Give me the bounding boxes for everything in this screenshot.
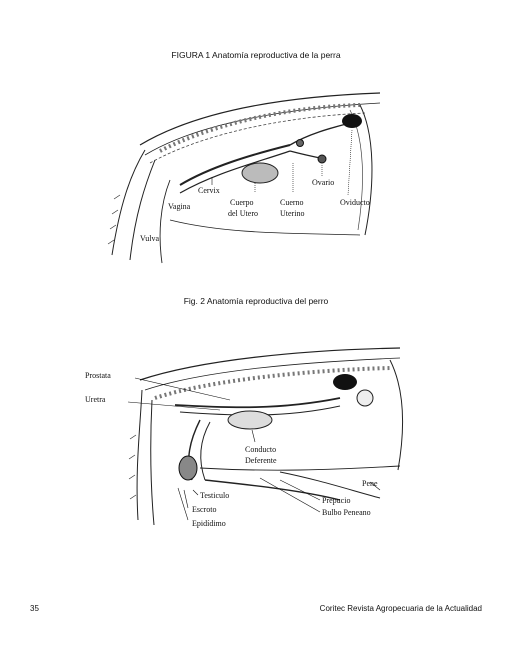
- label-conducto-1: Conducto: [245, 445, 276, 454]
- page-number: 35: [30, 604, 39, 613]
- label-cuerno-1: Cuerno: [280, 198, 304, 207]
- label-uretra: Uretra: [85, 395, 106, 404]
- label-testiculo: Testiculo: [200, 491, 229, 500]
- label-vulva: Vulva: [140, 234, 160, 243]
- label-prepucio: Prepucio: [322, 496, 350, 505]
- label-ovario: Ovario: [312, 178, 334, 187]
- label-vagina: Vagina: [168, 202, 191, 211]
- journal-name: Coritec Revista Agropecuaria de la Actua…: [319, 604, 482, 613]
- label-cuerpo-1: Cuerpo: [230, 198, 254, 207]
- male-anatomy-illustration: Prostata Uretra Conducto Deferente Pene …: [85, 347, 403, 528]
- label-cuerpo-2: del Utero: [228, 209, 258, 218]
- female-anatomy-illustration: Cervix Vagina Vulva Cuerpo del Utero Cue…: [107, 92, 381, 264]
- figure-1-caption: FIGURA 1 Anatomía reproductiva de la per…: [171, 50, 341, 60]
- label-conducto-2: Deferente: [245, 456, 277, 465]
- label-prostata: Prostata: [85, 371, 111, 380]
- label-cervix: Cervix: [198, 186, 220, 195]
- label-bulbo: Bulbo Peneano: [322, 508, 371, 517]
- label-cuerno-2: Uterino: [280, 209, 304, 218]
- figure-2-caption: Fig. 2 Anatomía reproductiva del perro: [183, 296, 329, 306]
- label-escroto: Escroto: [192, 505, 216, 514]
- label-epididimo: Epidídimo: [192, 519, 226, 528]
- label-pene: Pene: [362, 479, 378, 488]
- label-oviducto: Oviducto: [340, 198, 370, 207]
